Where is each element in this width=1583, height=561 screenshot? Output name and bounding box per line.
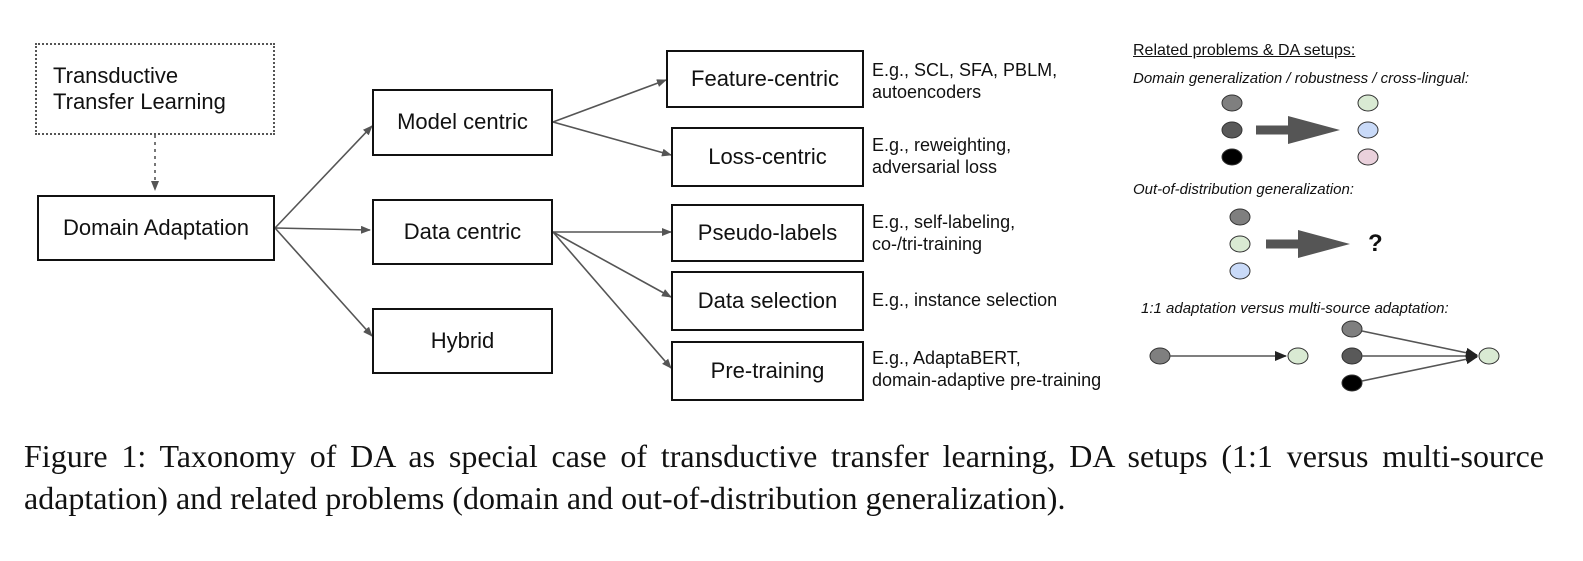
target-node <box>1287 347 1309 365</box>
loss-centric-label: Loss-centric <box>708 143 827 169</box>
edge-da-to-model <box>274 125 373 229</box>
pseudo-labels-box: Pseudo-labels <box>671 204 864 262</box>
domain-generalization-label: Domain generalization / robustness / cro… <box>1133 70 1469 87</box>
node-blue <box>1229 262 1251 280</box>
edge-multi-1 <box>1361 330 1478 358</box>
edge-data-to-selection <box>552 231 672 298</box>
edge-da-to-hybrid <box>274 227 373 337</box>
hybrid-label: Hybrid <box>430 327 495 353</box>
adaptation-setups-illustration <box>1149 320 1500 392</box>
multi-target-node <box>1478 347 1500 365</box>
ood-generalization-label: Out-of-distribution generalization: <box>1133 181 1354 198</box>
domain-adaptation-label: Domain Adaptation <box>63 214 249 240</box>
data-selection-label: Data selection <box>697 287 838 313</box>
data-centric-box: Data centric <box>372 199 553 265</box>
model-centric-label: Model centric <box>397 109 528 135</box>
thick-arrow-head <box>1288 116 1340 144</box>
node-gray <box>1229 208 1251 226</box>
edge-model-to-loss <box>552 121 672 157</box>
pseudo-labels-label: Pseudo-labels <box>697 219 838 245</box>
transductive-transfer-learning-box: Transductive Transfer Learning <box>35 43 275 135</box>
ood-illustration <box>1229 208 1350 280</box>
feature-centric-box: Feature-centric <box>666 50 864 108</box>
edge-da-to-data <box>274 225 371 234</box>
data-centric-label: Data centric <box>403 218 522 244</box>
thick-arrow-head <box>1298 230 1350 258</box>
figure-caption: Figure 1: Taxonomy of DA as special case… <box>24 438 1544 516</box>
data-selection-example: E.g., instance selection <box>872 290 1058 310</box>
pseudo-labels-example: E.g., self-labeling, co-/tri-training <box>872 212 1016 254</box>
feature-centric-label: Feature-centric <box>691 65 839 91</box>
source-node-darkgray <box>1341 347 1363 365</box>
node-pink <box>1357 148 1379 166</box>
loss-centric-example: E.g., reweighting, adversarial loss <box>872 135 1012 177</box>
node-gray <box>1221 94 1243 112</box>
node-black <box>1221 148 1243 166</box>
loss-centric-box: Loss-centric <box>671 127 864 187</box>
pre-training-example: E.g., AdaptaBERT, domain-adaptive pre-tr… <box>872 348 1102 390</box>
edge-data-to-pretraining <box>552 231 672 369</box>
domain-generalization-illustration <box>1221 94 1379 166</box>
question-mark: ? <box>1368 230 1383 257</box>
adaptation-setups-label: 1:1 adaptation versus multi-source adapt… <box>1141 300 1449 317</box>
hybrid-box: Hybrid <box>372 308 553 374</box>
model-centric-box: Model centric <box>372 89 553 156</box>
data-selection-box: Data selection <box>671 271 864 331</box>
transductive-label: Transductive Transfer Learning <box>53 62 226 114</box>
domain-adaptation-box: Domain Adaptation <box>37 195 275 261</box>
source-node-black <box>1341 374 1363 392</box>
edge-model-to-feature <box>552 79 667 123</box>
edge-multi-3 <box>1361 354 1478 382</box>
feature-centric-example: E.g., SCL, SFA, PBLM, autoencoders <box>872 60 1058 102</box>
node-green <box>1229 235 1251 253</box>
source-node-gray <box>1341 320 1363 338</box>
node-blue <box>1357 121 1379 139</box>
pre-training-box: Pre-training <box>671 341 864 401</box>
pre-training-label: Pre-training <box>710 357 825 383</box>
related-problems-title: Related problems & DA setups: <box>1133 42 1356 59</box>
node-darkgray <box>1221 121 1243 139</box>
node-green <box>1357 94 1379 112</box>
source-node <box>1149 347 1171 365</box>
